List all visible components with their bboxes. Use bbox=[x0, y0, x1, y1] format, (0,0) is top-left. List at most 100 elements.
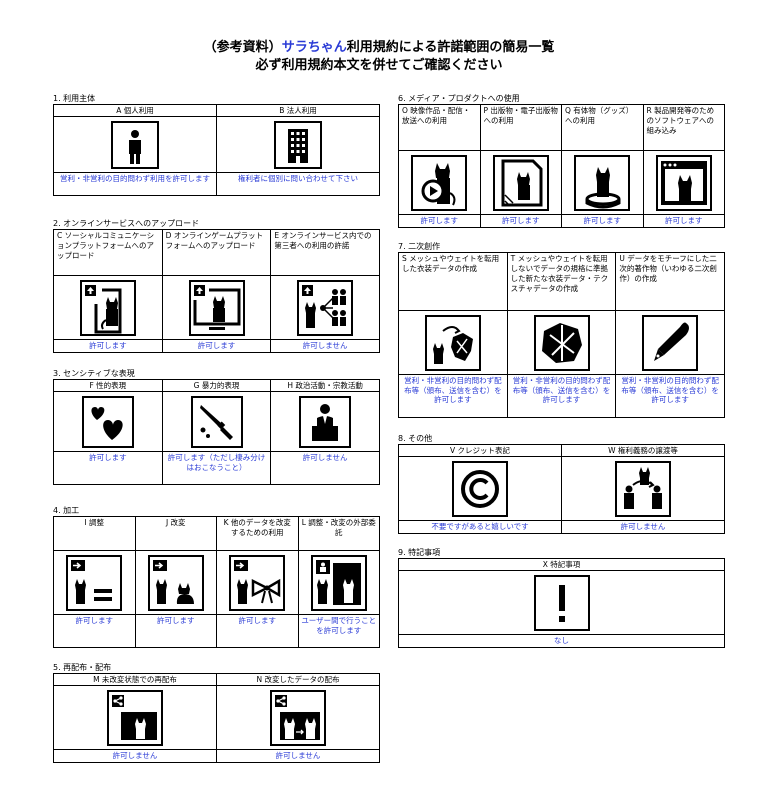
item-status: 営利・非営利の目的問わず配布等（頒布、送信を含む）を許可します bbox=[512, 376, 611, 404]
item-status: 営利・非営利の目的問わず配布等（頒布、送信を含む）を許可します bbox=[404, 376, 502, 404]
section-2: 2. オンラインサービスへのアップロード C ソーシャルコミュニケーションプラッ… bbox=[53, 219, 380, 353]
use-for-other-icon bbox=[217, 551, 298, 615]
item-t: T メッシュやウェイトを転用しないでデータの規格に準拠した新たな衣装データ・テク… bbox=[507, 253, 617, 417]
section-1: 1. 利用主体 A 個人利用 営利・非営利の目的問わず利用を許可します B 法人… bbox=[53, 94, 380, 196]
outsource-icon bbox=[298, 551, 379, 615]
item-status: 権利者に個別に問い合わせて下さい bbox=[238, 174, 358, 183]
item-status: 許可します bbox=[665, 216, 703, 225]
adjust-icon bbox=[54, 551, 135, 615]
item-status: 許可します bbox=[583, 216, 622, 225]
software-icon bbox=[643, 151, 724, 215]
item-header: Q 有体物（グッズ）への利用 bbox=[562, 105, 643, 151]
section-5: 5. 再配布・配布 M 未改変状態での再配布 許可しません N 改変したデータの… bbox=[53, 663, 380, 763]
section-title: 6. メディア・プロダクトへの使用 bbox=[398, 94, 520, 103]
item-m: M 未改変状態での再配布 許可しません bbox=[54, 674, 217, 762]
title-brand: サラちゃん bbox=[281, 40, 347, 55]
item-status: 許可します bbox=[238, 616, 277, 625]
item-q: Q 有体物（グッズ）への利用 許可します bbox=[562, 105, 644, 227]
cloth-new-icon bbox=[507, 311, 616, 375]
item-header: H 政治活動・宗教活動 bbox=[271, 380, 380, 392]
knife-icon bbox=[162, 392, 271, 452]
item-i: I 調整 許可します bbox=[54, 517, 136, 647]
item-status: 許可します bbox=[502, 216, 540, 225]
third-party-share-icon bbox=[271, 276, 380, 340]
item-status: 許可します bbox=[89, 341, 127, 350]
section-8: 8. その他 V クレジット表記 不要ですがあると嬉しいです W 権利義務の譲渡… bbox=[398, 434, 725, 534]
video-icon bbox=[399, 151, 480, 215]
distribute-modified-icon bbox=[217, 686, 379, 750]
building-icon bbox=[217, 117, 379, 173]
section-title: 8. その他 bbox=[398, 434, 433, 443]
section-table: M 未改変状態での再配布 許可しません N 改変したデータの配布 許可しません bbox=[53, 673, 380, 763]
copyright-icon bbox=[399, 457, 561, 521]
section-3: 3. センシティブな表現 F 性的表現 許可します G 暴力的表現 許可します（… bbox=[53, 369, 380, 485]
person-icon bbox=[54, 117, 216, 173]
section-table: O 映像作品・配信・放送への利用 許可します P 出版物・電子出版物への利用 許… bbox=[398, 104, 725, 228]
item-h: H 政治活動・宗教活動 許可しません bbox=[271, 380, 380, 484]
item-k: K 他のデータを改変するための利用 許可します bbox=[217, 517, 299, 647]
item-x: X 特記事項 なし bbox=[399, 559, 724, 647]
title-suffix: 利用規約による許諾範囲の簡易一覧 bbox=[346, 40, 555, 55]
goods-icon bbox=[562, 151, 643, 215]
item-l: L 調整・改変の外部委託 ユーザー間で行うことを許可します bbox=[298, 517, 379, 647]
item-header: W 権利義務の譲渡等 bbox=[562, 445, 724, 457]
title-line-2: 必ず利用規約本文を併せてご確認ください bbox=[255, 58, 503, 73]
item-header: J 改変 bbox=[135, 517, 216, 551]
section-table: F 性的表現 許可します G 暴力的表現 許可します（ただし棲み分けはおこなうこ… bbox=[53, 379, 380, 485]
section-6: 6. メディア・プロダクトへの使用 O 映像作品・配信・放送への利用 許可します… bbox=[398, 94, 725, 228]
item-status: 許可します bbox=[157, 616, 195, 625]
item-g: G 暴力的表現 許可します（ただし棲み分けはおこなうこと） bbox=[162, 380, 272, 484]
item-header: D オンラインゲームプラットフォームへのアップロード bbox=[162, 230, 271, 276]
item-status: 許可しません bbox=[275, 751, 321, 760]
title-prefix: （参考資料） bbox=[203, 40, 282, 55]
item-status: 不要ですがあると嬉しいです bbox=[431, 522, 529, 531]
item-status: 許可しません bbox=[302, 453, 348, 462]
item-header: S メッシュやウェイトを転用した衣装データの作成 bbox=[399, 253, 507, 311]
title-line-1: （参考資料）サラちゃん利用規約による許諾範囲の簡易一覧 bbox=[0, 36, 758, 55]
section-title: 9. 特記事項 bbox=[398, 548, 441, 557]
item-header: B 法人利用 bbox=[217, 105, 379, 117]
item-v: V クレジット表記 不要ですがあると嬉しいです bbox=[399, 445, 562, 533]
section-table: A 個人利用 営利・非営利の目的問わず利用を許可します B 法人利用 権利者に個… bbox=[53, 104, 380, 196]
item-status: 営利・非営利の目的問わず配布等（頒布、送信を含む）を許可します bbox=[621, 376, 719, 404]
item-header: P 出版物・電子出版物への利用 bbox=[480, 105, 561, 151]
hearts-icon bbox=[54, 392, 162, 452]
item-header: X 特記事項 bbox=[399, 559, 724, 571]
item-p: P 出版物・電子出版物への利用 許可します bbox=[480, 105, 562, 227]
item-header: I 調整 bbox=[54, 517, 135, 551]
section-title: 2. オンラインサービスへのアップロード bbox=[53, 219, 200, 228]
pen-icon bbox=[616, 311, 725, 375]
item-status: 許可します bbox=[75, 616, 114, 625]
item-status: 許可します bbox=[197, 341, 236, 350]
item-header: O 映像作品・配信・放送への利用 bbox=[399, 105, 480, 151]
section-title: 1. 利用主体 bbox=[53, 94, 96, 103]
section-title: 7. 二次創作 bbox=[398, 242, 441, 251]
item-status: 営利・非営利の目的問わず利用を許可します bbox=[60, 174, 210, 183]
item-status: なし bbox=[554, 636, 569, 645]
item-status: 許可します bbox=[89, 453, 127, 462]
section-table: V クレジット表記 不要ですがあると嬉しいです W 権利義務の譲渡等 許可しませ… bbox=[398, 444, 725, 534]
section-title: 4. 加工 bbox=[53, 506, 80, 515]
item-u: U データをモチーフにした二次的著作物（いわゆる二次創作）の作成 営利・非営利の… bbox=[616, 253, 725, 417]
section-7: 7. 二次創作 S メッシュやウェイトを転用した衣装データの作成 営利・非営利の… bbox=[398, 242, 725, 418]
section-table: C ソーシャルコミュニケーションプラットフォームへのアップロード 許可します D… bbox=[53, 229, 380, 353]
item-c: C ソーシャルコミュニケーションプラットフォームへのアップロード 許可します bbox=[54, 230, 163, 352]
section-title: 5. 再配布・配布 bbox=[53, 663, 112, 672]
exclamation-icon bbox=[399, 571, 724, 635]
transfer-rights-icon bbox=[562, 457, 724, 521]
publication-icon bbox=[480, 151, 561, 215]
item-header: T メッシュやウェイトを転用しないでデータの規格に準拠した新たな衣装データ・テク… bbox=[507, 253, 616, 311]
item-header: F 性的表現 bbox=[54, 380, 162, 392]
item-header: R 製品開発等のためのソフトウェアへの組み込み bbox=[643, 105, 724, 151]
item-status: ユーザー間で行うことを許可します bbox=[301, 616, 377, 635]
item-header: M 未改変状態での再配布 bbox=[54, 674, 216, 686]
item-status: 許可しません bbox=[112, 751, 158, 760]
item-header: N 改変したデータの配布 bbox=[217, 674, 379, 686]
item-o: O 映像作品・配信・放送への利用 許可します bbox=[399, 105, 481, 227]
item-status: 許可しません bbox=[302, 341, 348, 350]
cloth-transfer-icon bbox=[399, 311, 507, 375]
item-a: A 個人利用 営利・非営利の目的問わず利用を許可します bbox=[54, 105, 217, 195]
item-header: K 他のデータを改変するための利用 bbox=[217, 517, 298, 551]
section-9: 9. 特記事項 X 特記事項 なし bbox=[398, 548, 725, 648]
item-b: B 法人利用 権利者に個別に問い合わせて下さい bbox=[217, 105, 379, 195]
